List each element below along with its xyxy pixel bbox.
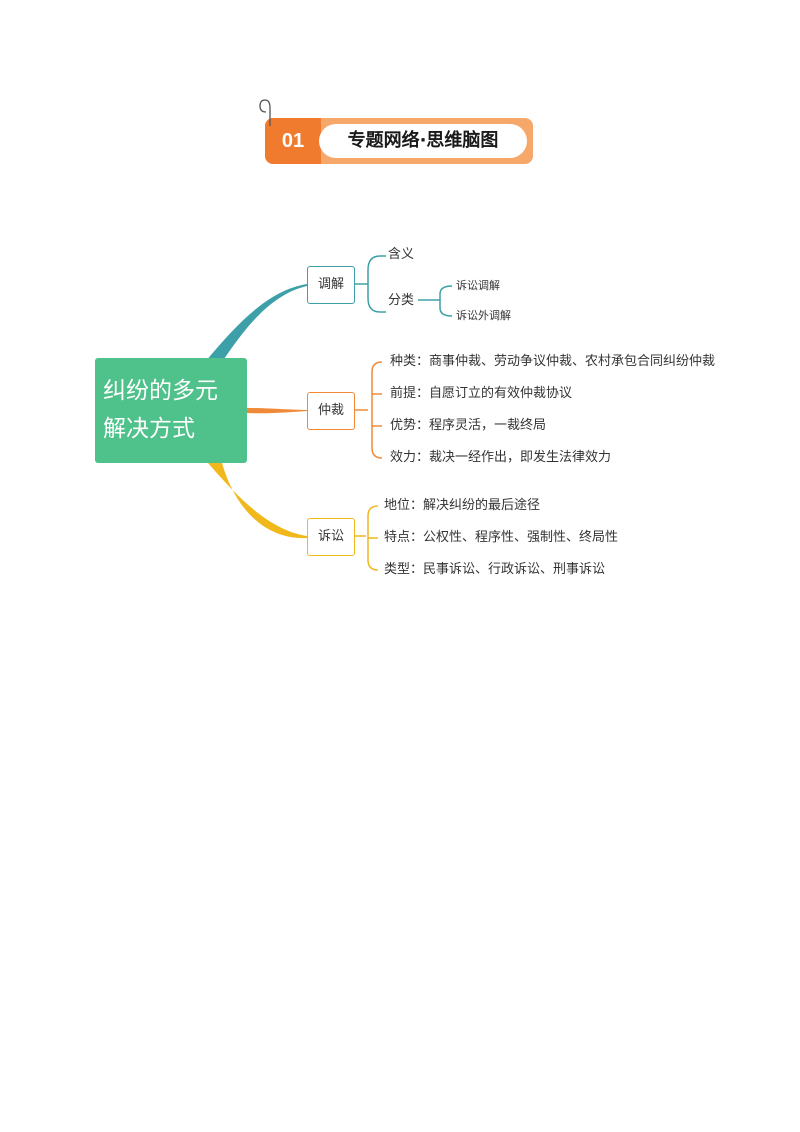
clip-icon [259,99,271,126]
susong-bracket [353,505,379,571]
banner-number-box [265,118,321,164]
zhongcai-item-2: 前提：自愿订立的有效仲裁协议 [390,386,573,401]
zhongcai-item-1: 种类：商事仲裁、劳动争议仲裁、农村承包合同纠纷仲裁 [390,354,716,369]
fenlei-bracket [418,285,453,317]
node-susong: 诉讼 [307,518,355,556]
zhongcai-item-3: 优势：程序灵活，一裁终局 [390,418,547,433]
root-label: 纠纷的多元 解决方式 [103,372,243,448]
susong-item-3: 类型：民事诉讼、行政诉讼、刑事诉讼 [384,562,606,577]
tiaojie-fenlei: 分类 [388,293,415,308]
fenlei-item-2: 诉讼外调解 [456,309,511,322]
tiaojie-hanyi: 含义 [388,247,415,262]
root-label-line2: 解决方式 [103,416,195,442]
susong-item-1: 地位：解决纠纷的最后途径 [384,498,541,513]
branch-tiaojie-connector [205,284,307,362]
susong-item-2: 特点：公权性、程序性、强制性、终局性 [384,530,619,545]
tiaojie-bracket [353,255,386,313]
banner-title-pill [319,124,527,158]
zhongcai-bracket [353,361,383,459]
node-zhongcai: 仲裁 [307,392,355,430]
branch-susong-connector [208,463,307,539]
section-number: 01 [281,130,305,152]
zhongcai-item-4: 效力：裁决一经作出，即发生法律效力 [390,450,612,465]
section-title: 专题网络·思维脑图 [347,130,499,151]
section-header-banner: 01 专题网络·思维脑图 [265,118,533,164]
node-tiaojie: 调解 [307,266,355,304]
root-node: 纠纷的多元 解决方式 [95,358,247,463]
branch-zhongcai-connector [247,408,307,414]
fenlei-item-1: 诉讼调解 [456,279,500,292]
root-label-line1: 纠纷的多元 [103,378,218,404]
